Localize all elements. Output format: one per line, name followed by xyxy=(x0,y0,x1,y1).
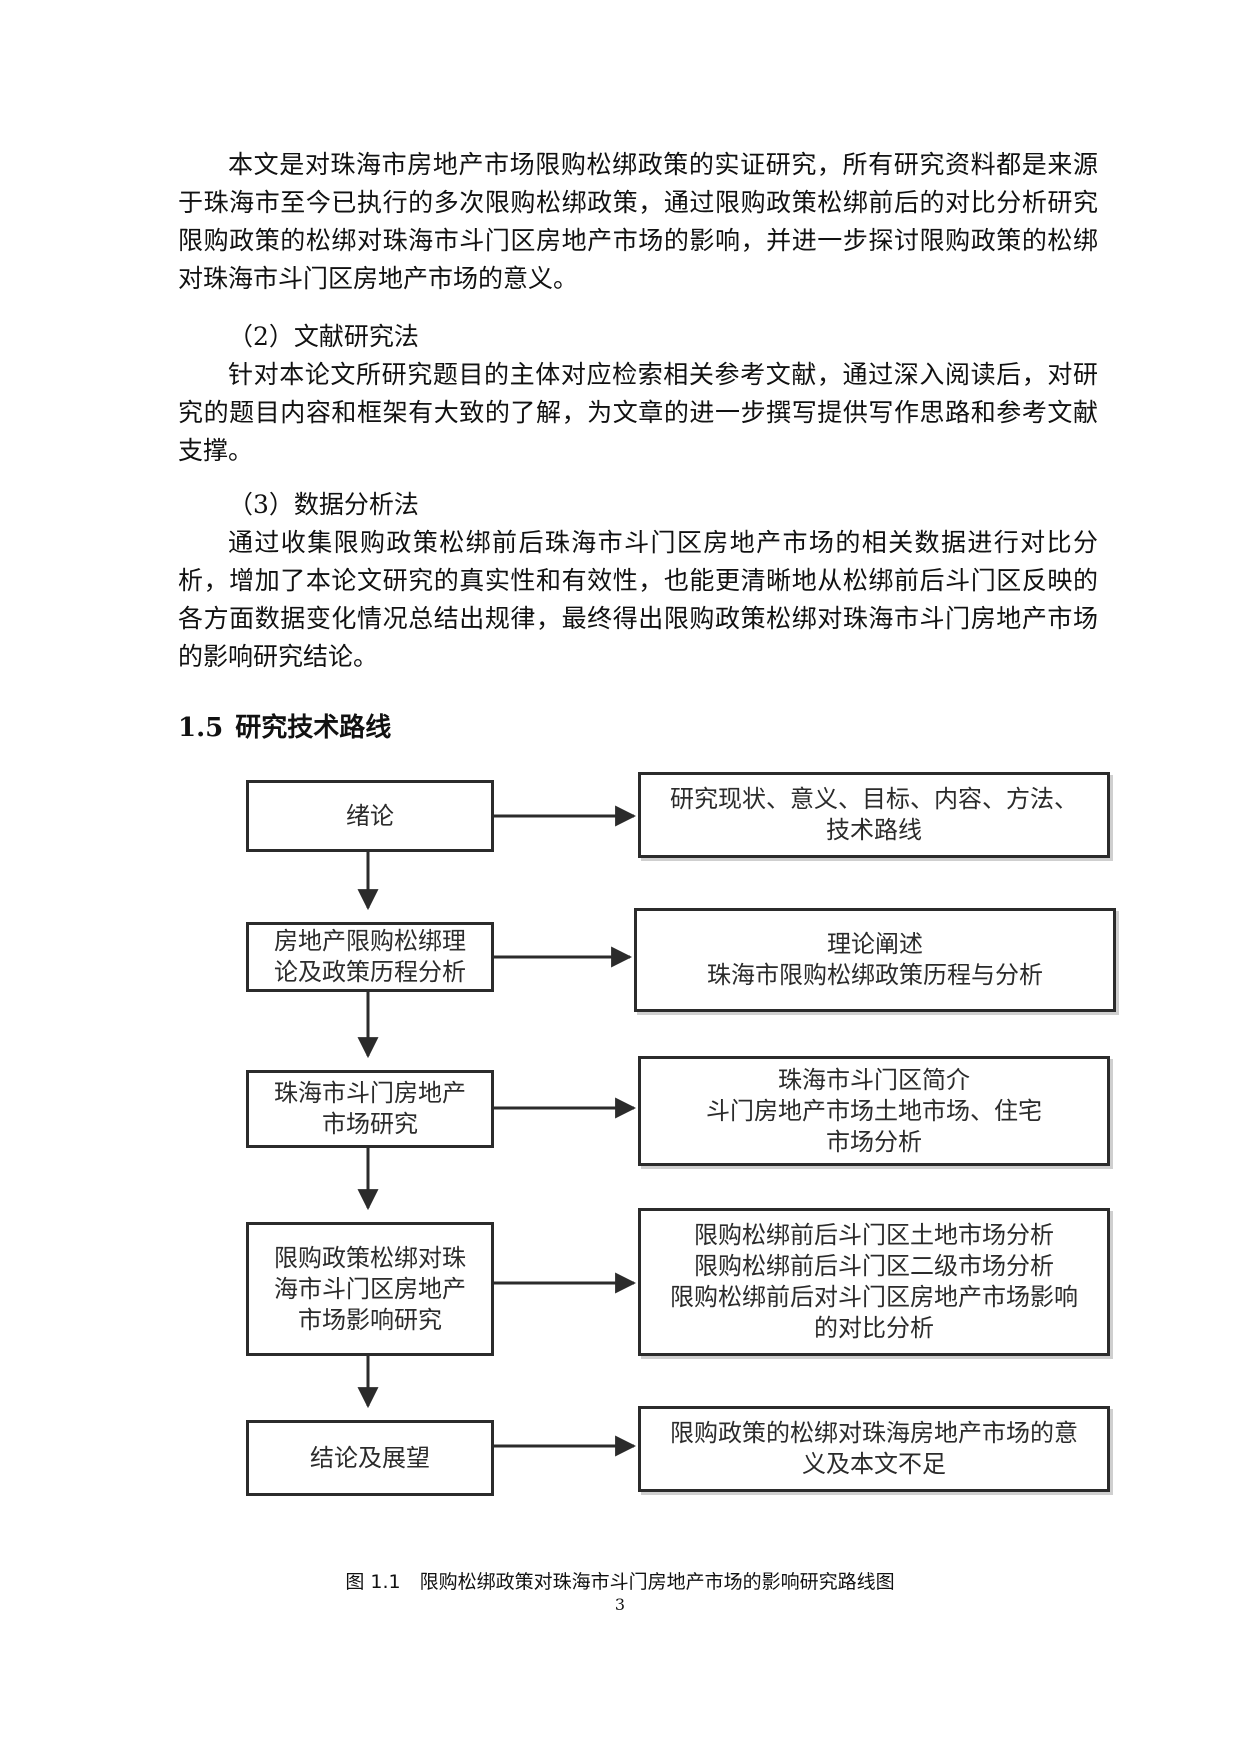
paragraph-data-analysis: 通过收集限购政策松绑前后珠海市斗门区房地产市场的相关数据进行对比分析，增加了本论… xyxy=(178,528,1098,671)
flow-detail-market-research: 珠海市斗门区简介 斗门房地产市场土地市场、住宅 市场分析 xyxy=(638,1056,1110,1166)
flow-box-market-research: 珠海市斗门房地产 市场研究 xyxy=(246,1070,494,1148)
flow-detail-conclusion-label: 限购政策的松绑对珠海房地产市场的意 义及本文不足 xyxy=(670,1419,1078,1478)
flow-box-market-research-label: 珠海市斗门房地产 市场研究 xyxy=(274,1079,466,1138)
flow-detail-impact-research: 限购松绑前后斗门区土地市场分析 限购松绑前后斗门区二级市场分析 限购松绑前后对斗… xyxy=(638,1208,1110,1356)
flow-box-introduction-label: 绪论 xyxy=(346,801,394,830)
paragraph-empirical-method: 本文是对珠海市房地产市场限购松绑政策的实证研究，所有研究资料都是来源于珠海市至今… xyxy=(178,150,1098,293)
flow-detail-impact-research-label: 限购松绑前后斗门区土地市场分析 限购松绑前后斗门区二级市场分析 限购松绑前后对斗… xyxy=(670,1221,1078,1342)
flow-detail-market-research-label: 珠海市斗门区简介 斗门房地产市场土地市场、住宅 市场分析 xyxy=(706,1065,1042,1156)
flow-detail-theory-label: 理论阐述 珠海市限购松绑政策历程与分析 xyxy=(707,930,1043,989)
flow-detail-introduction-label: 研究现状、意义、目标、内容、方法、 技术路线 xyxy=(670,785,1078,844)
flow-detail-conclusion: 限购政策的松绑对珠海房地产市场的意 义及本文不足 xyxy=(638,1406,1110,1492)
flow-box-conclusion-label: 结论及展望 xyxy=(310,1443,430,1472)
flow-box-theory-label: 房地产限购松绑理 论及政策历程分析 xyxy=(274,927,466,986)
section-number: 1.5 xyxy=(178,713,224,743)
flow-box-impact-research-label: 限购政策松绑对珠 海市斗门区房地产 市场影响研究 xyxy=(274,1243,466,1334)
subheading-literature-method: （2）文献研究法 xyxy=(228,322,419,351)
section-heading: 1.5 研究技术路线 xyxy=(178,707,391,744)
figure-caption: 图 1.1 限购松绑政策对珠海市斗门房地产市场的影响研究路线图 xyxy=(345,1571,895,1593)
flow-detail-theory: 理论阐述 珠海市限购松绑政策历程与分析 xyxy=(634,908,1116,1012)
flow-box-impact-research: 限购政策松绑对珠 海市斗门区房地产 市场影响研究 xyxy=(246,1222,494,1356)
flow-box-introduction: 绪论 xyxy=(246,780,494,852)
flow-box-conclusion: 结论及展望 xyxy=(246,1420,494,1496)
flow-box-theory: 房地产限购松绑理 论及政策历程分析 xyxy=(246,922,494,992)
paragraph-literature-method: 针对本论文所研究题目的主体对应检索相关参考文献，通过深入阅读后，对研究的题目内容… xyxy=(178,360,1098,465)
section-title: 研究技术路线 xyxy=(235,713,392,743)
subheading-data-analysis: （3）数据分析法 xyxy=(228,490,419,519)
flow-detail-introduction: 研究现状、意义、目标、内容、方法、 技术路线 xyxy=(638,772,1110,858)
page-number: 3 xyxy=(614,1595,626,1614)
